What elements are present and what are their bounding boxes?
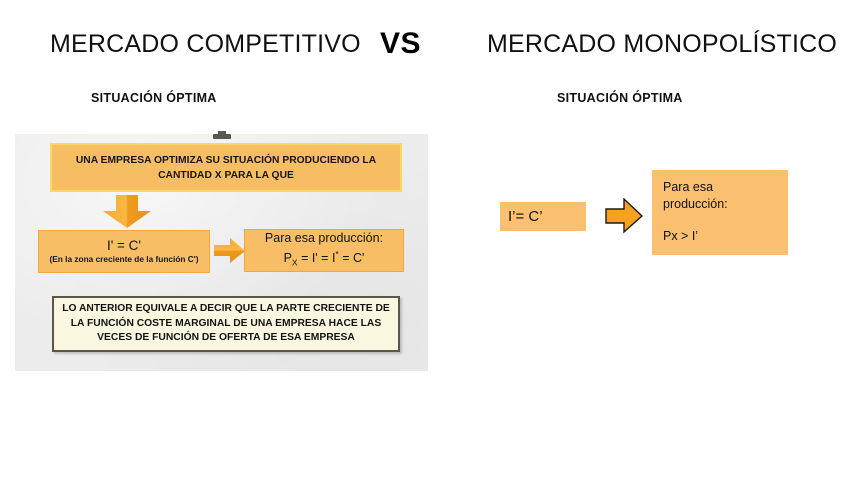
production-box: Para esa producción: PX = I' = I* = C' — [244, 229, 404, 272]
subtitle-right-optimal-situation: SITUACIÓN ÓPTIMA — [557, 91, 683, 105]
header: MERCADO COMPETITIVO VS MERCADO MONOPOLÍS… — [0, 22, 848, 66]
right-production-box: Para esa producción: Px > I’ — [652, 170, 788, 255]
vs-separator-label: VS — [380, 27, 422, 60]
arrow-down-icon — [101, 195, 153, 229]
subtitle-left-optimal-situation: SITUACIÓN ÓPTIMA — [91, 91, 217, 105]
conclusion-box: LO ANTERIOR EQUIVALE A DECIR QUE LA PART… — [52, 296, 400, 352]
left-diagram-panel: UNA EMPRESA OPTIMIZA SU SITUACIÓN PRODUC… — [15, 131, 428, 371]
arrow-stub-icon — [213, 131, 231, 139]
page-title-competitive: MERCADO COMPETITIVO — [50, 30, 361, 58]
spacer — [663, 213, 788, 228]
right-production-line3: Px > I’ — [663, 229, 699, 243]
condition-equation: I' = C' — [106, 238, 142, 253]
right-condition-box: I’= C’ — [500, 202, 586, 231]
production-box-line1: Para esa producción: — [264, 231, 384, 246]
statement-box-text: UNA EMPRESA OPTIMIZA SU SITUACIÓN PRODUC… — [75, 154, 377, 181]
production-px-superscript: * — [335, 249, 339, 260]
production-px-subscript: X — [291, 257, 298, 268]
condition-box: I' = C' (En la zona creciente de la func… — [38, 230, 210, 273]
arrow-right-icon — [605, 197, 644, 234]
right-production-line1: Para esa — [663, 180, 714, 194]
arrow-right-icon — [214, 238, 246, 264]
conclusion-box-text: LO ANTERIOR EQUIVALE A DECIR QUE LA PART… — [62, 303, 390, 344]
right-production-line2: producción: — [663, 197, 728, 211]
statement-box: UNA EMPRESA OPTIMIZA SU SITUACIÓN PRODUC… — [50, 143, 402, 192]
condition-note: (En la zona creciente de la función C') — [49, 254, 199, 264]
production-px-rest: = I' = I — [297, 251, 336, 266]
production-px-tail: = C' — [338, 251, 365, 266]
right-condition-equation: I’= C’ — [508, 207, 543, 225]
production-box-line2: PX = I' = I* = C' — [284, 246, 365, 271]
production-px-prefix: P — [283, 251, 292, 266]
page-title-monopolistic: MERCADO MONOPOLÍSTICO — [487, 30, 838, 58]
